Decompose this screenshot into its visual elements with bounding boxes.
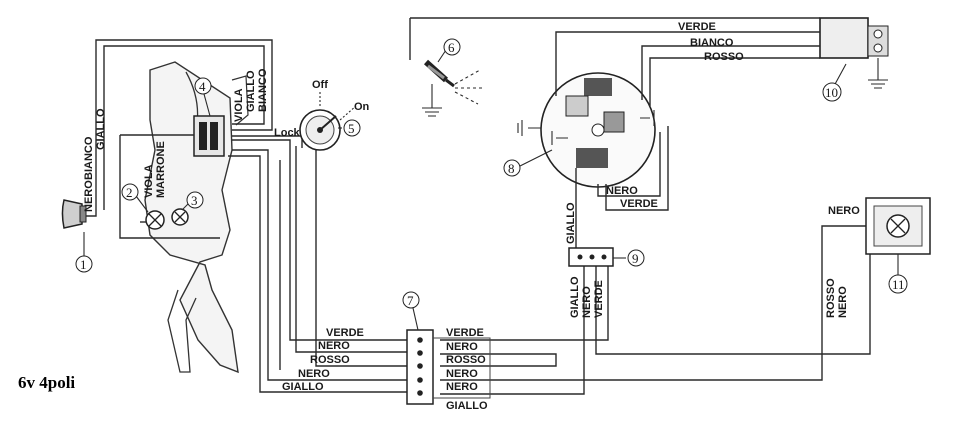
handlebar-drawing [144,61,249,374]
label-nero-out-1: NERO [446,341,478,353]
label-nero-horn: NERO [83,180,95,212]
number-8: 8 [508,161,515,176]
number-7: 7 [407,293,414,308]
number-10: 10 [825,85,838,100]
label-bianco-switch: BIANCO [257,68,269,112]
label-bianco-left: BIANCO [83,136,95,180]
label-rosso-tail: ROSSO [825,278,837,318]
label-giallo-switch: GIALLO [245,70,257,112]
leader-lines [83,49,899,331]
spark-plug [409,17,548,117]
label-nero-tail: NERO [828,205,860,217]
number-1: 1 [80,257,87,272]
number-6: 6 [448,40,455,55]
switch-lock-label: Lock [274,127,301,139]
label-rosso-in: ROSSO [310,354,350,366]
diagram-title: 6v 4poli [18,373,75,392]
label-verde-9: VERDE [593,280,605,318]
ignition-switch [299,92,357,151]
label-viola-lamp: VIOLA [143,164,155,198]
number-9: 9 [632,251,639,266]
label-nero-stator: NERO [606,185,638,197]
label-giallo-left: GIALLO [95,108,107,150]
right-wiring [440,17,871,395]
tail-lamp [865,197,931,255]
ht-coil [819,17,889,89]
number-11: 11 [892,277,905,292]
label-rosso-top: ROSSO [704,51,744,63]
switch-on-label: On [354,101,370,113]
number-3: 3 [191,193,198,208]
label-bianco-top: BIANCO [690,37,734,49]
label-rosso-out: ROSSO [446,354,486,366]
label-nero-9: NERO [581,286,593,318]
number-5: 5 [348,121,355,136]
label-verde-in: VERDE [326,327,364,339]
junction-9 [568,247,614,267]
label-nero-out-3: NERO [446,381,478,393]
lamp-2 [145,210,165,230]
number-4: 4 [199,79,206,94]
terminal-block-7 [406,329,491,405]
label-verde-top: VERDE [678,21,716,33]
label-viola-switch: VIOLA [233,88,245,122]
label-marrone-lamp: MARRONE [155,141,167,198]
number-2: 2 [126,185,133,200]
label-nero-in-2: NERO [298,368,330,380]
horn-component [61,199,87,229]
label-nero-tail-v: NERO [837,286,849,318]
label-giallo-out: GIALLO [446,400,488,412]
component-numbers: 1 2 3 4 5 6 7 8 9 10 11 [75,38,908,309]
label-nero-out-2: NERO [446,368,478,380]
left-wiring [86,39,415,393]
switch-off-label: Off [312,79,328,91]
label-giallo-in: GIALLO [282,381,324,393]
label-giallo-9: GIALLO [569,276,581,318]
flywheel-magneto [517,72,656,188]
label-nero-in-1: NERO [318,340,350,352]
label-verde-out: VERDE [446,327,484,339]
label-verde-stator: VERDE [620,198,658,210]
lamp-3 [171,208,189,226]
label-giallo-stator: GIALLO [565,202,577,244]
